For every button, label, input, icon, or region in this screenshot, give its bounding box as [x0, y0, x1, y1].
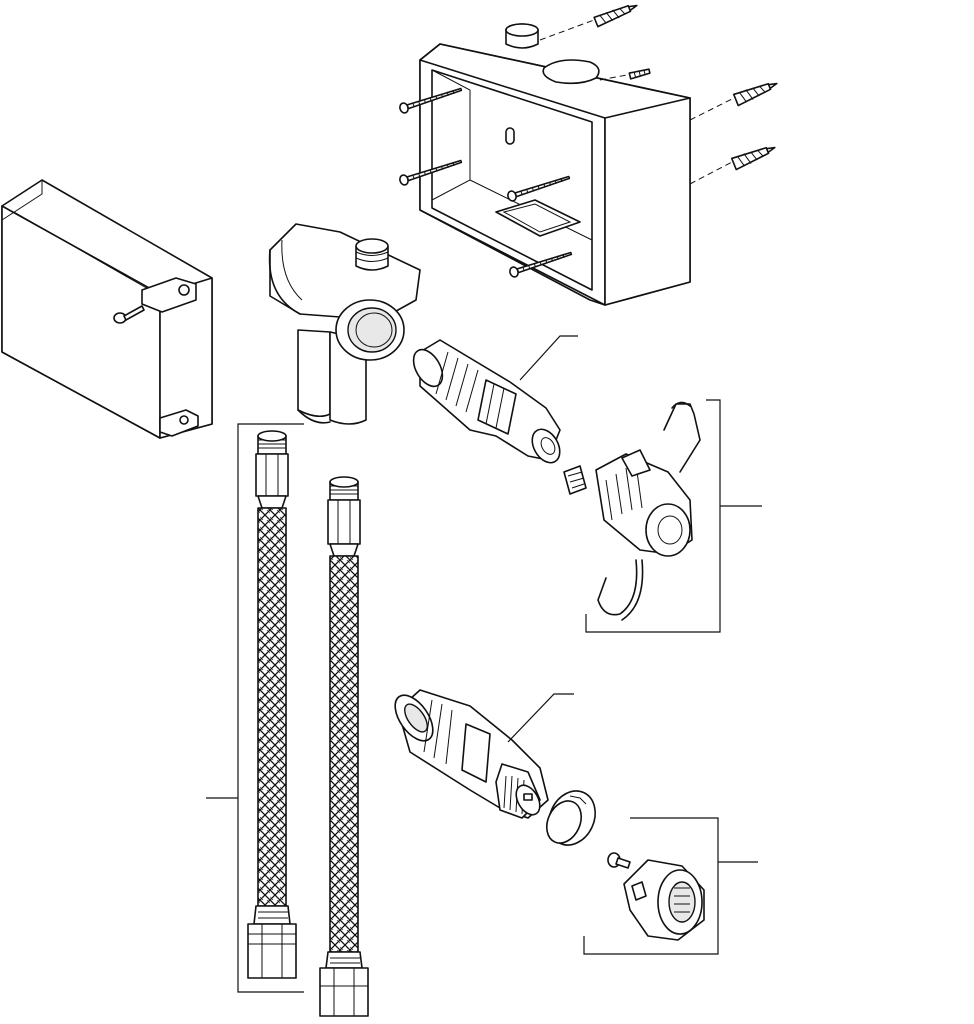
- valve-body: [268, 223, 421, 425]
- knob-sleeve: [623, 859, 705, 941]
- mounting-screws: [399, 68, 651, 278]
- flexible-hose-2: [319, 476, 369, 1017]
- solenoid-valve: [563, 401, 701, 621]
- mixer-cartridge: [394, 689, 549, 819]
- bracket-knob: [583, 817, 758, 955]
- leader-mixer: [507, 693, 574, 743]
- retaining-ring: [545, 790, 596, 846]
- bracket-solenoid: [585, 399, 762, 633]
- mounting-box: [419, 23, 691, 306]
- flexible-hose-1: [247, 430, 297, 979]
- wall-plugs: [593, 4, 778, 171]
- leader-cartridge: [519, 335, 578, 381]
- bracket-hoses: [206, 423, 304, 993]
- assembly-lines-box: [539, 19, 735, 185]
- set-screw: [607, 852, 631, 869]
- cover-box: [1, 179, 213, 439]
- valve-cartridge: [412, 339, 561, 464]
